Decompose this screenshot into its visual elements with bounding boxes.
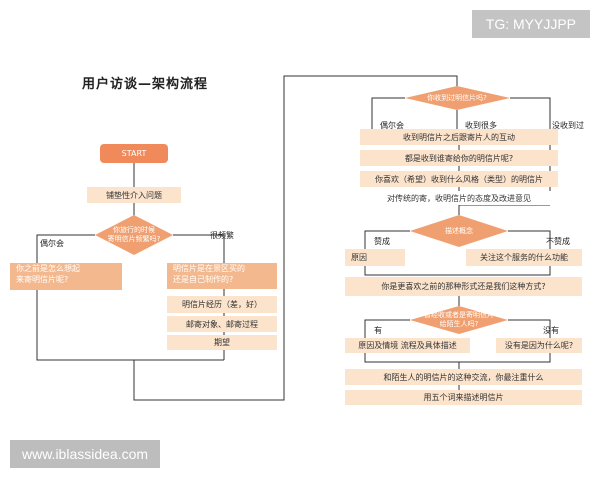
branch-no-label: 没有 <box>543 326 559 335</box>
sometimes-question: 你之前是怎么想起 来寄明信片呢? <box>10 263 122 290</box>
often-question: 明信片是在景区买的 还是自己制作的? <box>167 263 277 289</box>
watermark-top: TG: MYYJJPP <box>471 10 590 38</box>
decision4-line2: 给陌生人吗? <box>439 320 479 328</box>
decision2-text: 你收到过明信片吗? <box>427 94 487 102</box>
start-node: START <box>100 144 168 163</box>
five-words-question: 用五个词来描述明信片 <box>345 390 582 405</box>
style-question: 你喜欢（希望）收到什么风格（类型）的明信片 <box>360 171 558 187</box>
interaction-question: 收到明信片之后跟寄片人的互动 <box>360 129 558 145</box>
right-branch-sometimes-label: 偶尔会 <box>380 121 404 130</box>
yes-detail-node: 原因及情境 流程及具体描述 <box>345 338 470 353</box>
no-detail-node: 没有是因为什么呢? <box>496 338 582 353</box>
decision1-line2: 寄明信片频繁吗? <box>107 235 161 243</box>
decision4-text: 曾经收或者是寄明信片 给陌生人吗? <box>415 311 503 329</box>
reason-node: 原因 <box>345 249 405 266</box>
branch-sometimes-label: 偶尔会 <box>40 239 64 248</box>
often-q-line2: 还是自己制作的? <box>173 275 234 284</box>
expectation-node: 期望 <box>167 335 277 350</box>
decision1-line1: 你旅行的时候 <box>113 226 155 234</box>
branch-never-label: 没收到过 <box>552 121 584 130</box>
decision1-text: 你旅行的时候 寄明信片频繁吗? <box>100 226 168 244</box>
page-title: 用户访谈—架构流程 <box>82 77 209 92</box>
branch-many-label: 收到很多 <box>465 121 497 130</box>
branch-dislike-label: 不赞成 <box>546 237 570 246</box>
focus-question: 和陌生人的明信片的这种交流，你最注重什么 <box>345 369 582 385</box>
branch-like-label: 赞成 <box>374 237 390 246</box>
intro-node: 铺垫性介入问题 <box>87 187 181 203</box>
prefer-question: 你是更喜欢之前的那种形式还是我们这种方式? <box>345 277 582 296</box>
decision3-text: 描述概念 <box>445 227 473 235</box>
mail-target-node: 邮寄对象、邮寄过程 <box>167 316 277 332</box>
concern-node: 关注这个服务的什么功能 <box>466 249 582 266</box>
watermark-bottom: www.iblassidea.com <box>10 440 161 468</box>
branch-yes-label: 有 <box>374 326 382 335</box>
decision4-line1: 曾经收或者是寄明信片 <box>424 311 494 319</box>
often-q-line1: 明信片是在景区买的 <box>173 264 245 273</box>
sometimes-q-line1: 你之前是怎么想起 <box>16 264 80 273</box>
sender-question: 都是收到谁寄给你的明信片呢? <box>360 150 558 166</box>
branch-often-label: 很频繁 <box>210 231 234 240</box>
experience-node: 明信片经历（差，好） <box>167 296 277 313</box>
sometimes-q-line2: 来寄明信片呢? <box>16 275 69 284</box>
attitude-question: 对传统的寄，收明信片的态度及改进意见 <box>360 191 558 205</box>
